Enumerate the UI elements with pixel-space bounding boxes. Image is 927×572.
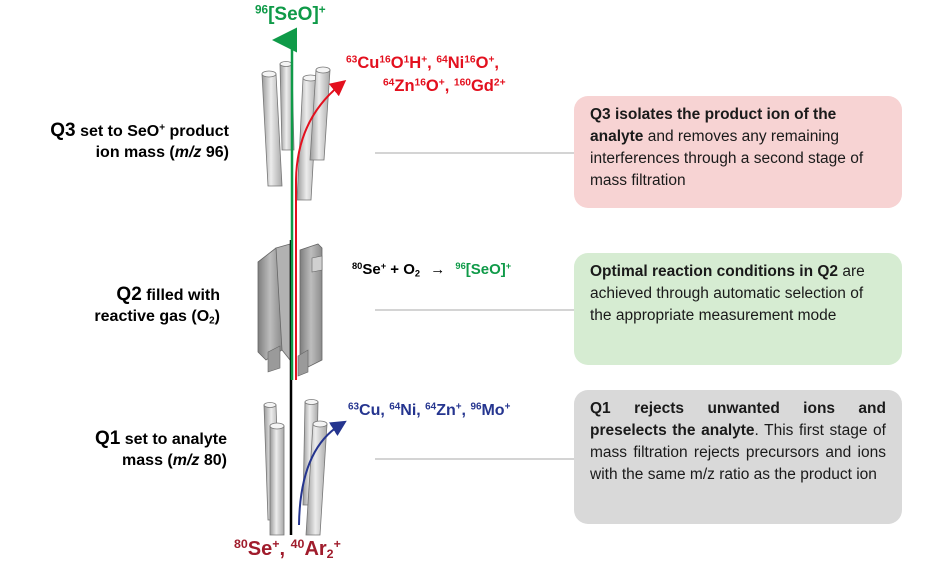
product-ion-label: 96[SeO]+ (255, 3, 326, 25)
q2-label: Q2 filled with reactive gas (O2) (94, 284, 220, 327)
q3-interference-line1: 63Cu16O1H+, 64Ni16O+, (346, 54, 499, 73)
q1-description-box: Q1 rejects unwanted ions and preselects … (574, 390, 902, 524)
input-ions-label: 80Se+, 40Ar2+ (234, 537, 341, 562)
q2-description-box: Optimal reaction conditions in Q2 are ac… (574, 253, 902, 365)
red-ion-path (295, 79, 347, 380)
q3-interference-line2: 64Zn16O+, 160Gd2+ (383, 77, 506, 96)
interference-zno: 64Zn16O+, (383, 77, 454, 95)
interference-nio: 64Ni16O+, (436, 54, 499, 72)
q1-quadrupole (263, 399, 328, 536)
interference-gd: 160Gd2+ (453, 77, 506, 95)
interference-cuoh: 63Cu16O1H+, (346, 54, 437, 72)
q3-quadrupole (261, 61, 331, 201)
q3-label: Q3 set to SeO+ product ion mass (m/z 96) (50, 120, 229, 161)
blue-ion-path (298, 420, 347, 526)
reaction-equation: 80Se+ + O2 → 96[SeO]+ (352, 260, 512, 279)
reaction-arrow-icon: → (430, 261, 446, 278)
q1-label: Q1 set to analyte mass (m/z 80) (94, 428, 227, 469)
reaction-product: 96[SeO]+ (455, 260, 512, 278)
q3-description-box: Q3 isolates the product ion of the analy… (574, 96, 902, 208)
q1-ions-label: 63Cu, 64Ni, 64Zn+, 96Mo+ (348, 401, 511, 419)
q2-reaction-cell (257, 243, 323, 377)
